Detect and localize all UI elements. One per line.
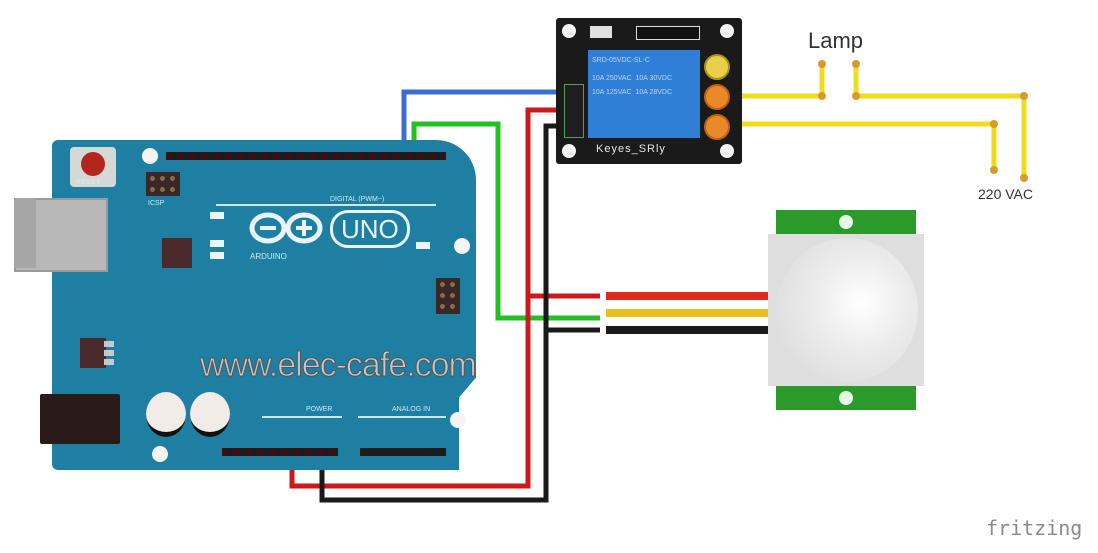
power-pin-header [222,448,338,456]
usb-chip [162,238,192,268]
power-jack [40,394,120,444]
relay-mount-hole [720,24,734,38]
arduino-uno-board [52,140,476,470]
relay-component [636,26,700,40]
pir-mount-hole [839,215,853,229]
led-on [416,242,430,249]
digital-header-label: DIGITAL (PWM~) [330,196,385,203]
watermark-text: www.elec-cafe.com [200,346,478,385]
relay-coil-body: SRD-05VDC-SL-C 10A 250VAC 10A 30VDC 10A … [588,50,700,138]
pir-fresnel-dome [776,238,918,382]
analog-header-label: ANALOG IN [392,406,431,413]
led-rx [210,252,224,259]
relay-jumper [590,26,612,38]
relay-rating-line-2: 10A 250VAC 10A 30VDC [592,75,673,82]
wire-yellow-neutral [720,121,997,170]
regulator-pins [104,341,114,365]
wire-yellow-line [853,64,1027,178]
voltage-regulator [80,338,106,368]
relay-terminal-com [704,84,730,110]
power-silkscreen-line [262,416,342,418]
capacitor [146,392,186,437]
digital-pin-header [166,152,446,160]
arduino-infinity-logo-icon [249,212,323,244]
power-header-label: POWER [306,406,333,413]
relay-rating-line-1: SRD-05VDC-SL-C [592,57,650,64]
relay-mount-hole [562,144,576,158]
fritzing-logo: fritzing [986,516,1083,540]
relay-name-label: Keyes_SRly [596,143,666,155]
icsp-header-side [436,278,460,314]
relay-led [704,54,730,80]
analog-pin-header [360,448,446,456]
mains-voltage-label: 220 VAC [978,186,1033,202]
relay-terminal-no [704,114,730,140]
relay-mount-hole [562,24,576,38]
header-silkscreen-line [216,204,436,206]
lamp-label: Lamp [808,28,864,53]
led-tx [210,240,224,247]
usb-port-edge [14,198,36,268]
icsp-label: ICSP [148,200,165,207]
relay-mount-hole [720,144,734,158]
capacitor [190,392,230,437]
mounting-hole [152,446,168,462]
relay-rating-line-3: 10A 125VAC 10A 28VDC [592,89,673,96]
mounting-hole [142,148,158,164]
mounting-hole [454,238,470,254]
reset-label: RESET [76,180,102,186]
analog-silkscreen-line [358,416,446,418]
arduino-brand-text: ARDUINO [250,252,287,261]
icsp-header-top [146,172,180,196]
reset-button [81,152,105,176]
led-l [210,212,224,219]
relay-input-pins [564,84,584,138]
pir-mount-hole [839,391,853,405]
mounting-hole [450,412,466,428]
uno-logo: UNO [330,210,410,248]
